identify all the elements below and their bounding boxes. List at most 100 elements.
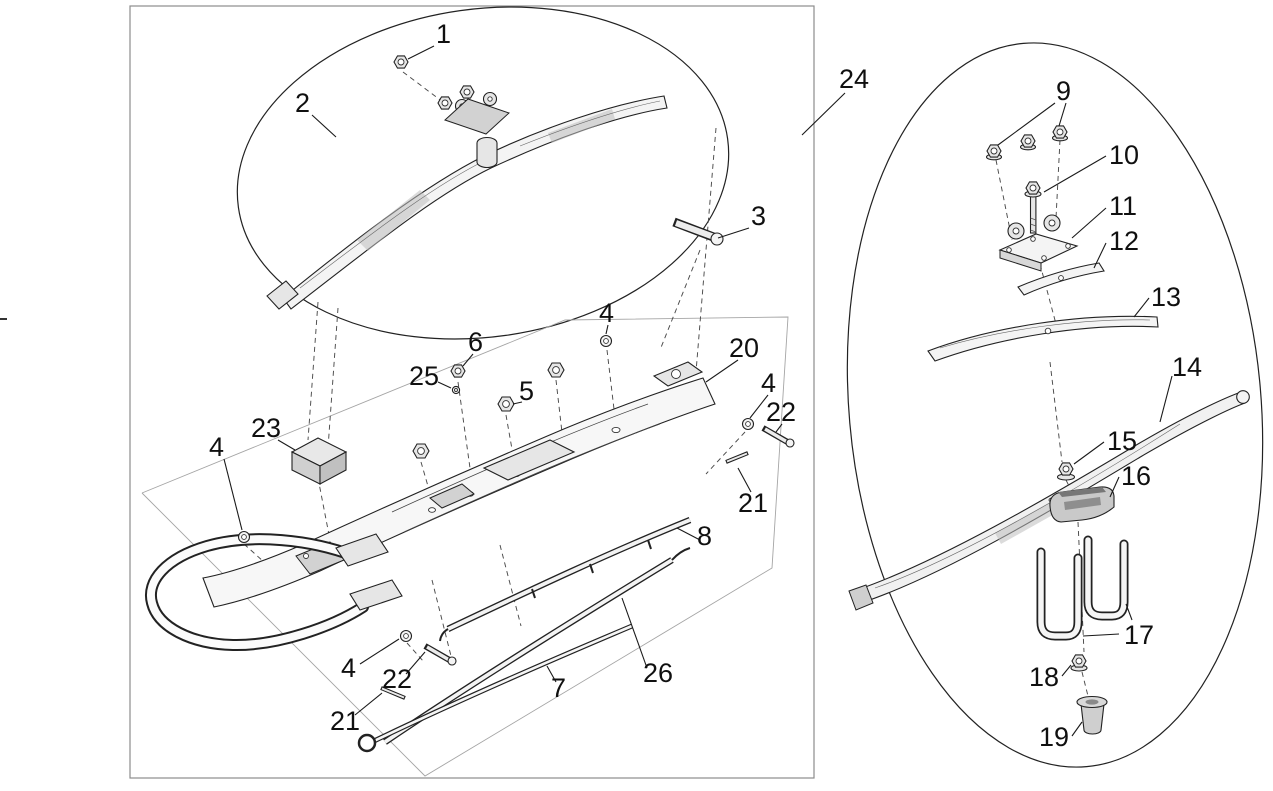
- callout-16: 16: [1121, 461, 1151, 491]
- callout-24: 24: [839, 64, 869, 94]
- leader-21-bottom: [354, 692, 383, 716]
- leader-6: [462, 353, 474, 367]
- part-rod-7: [357, 623, 633, 753]
- part-leaf-12: [1017, 262, 1105, 296]
- leader-21-right: [737, 467, 752, 493]
- loose-hardware: [237, 334, 795, 700]
- callout-17: 17: [1124, 620, 1154, 650]
- leader-24: [801, 92, 846, 136]
- callout-1: 1: [436, 19, 451, 49]
- ski-center-plate: [482, 439, 576, 481]
- callout-18: 18: [1029, 662, 1059, 692]
- callout-6: 6: [468, 327, 483, 357]
- pin-21-bottom: [380, 686, 406, 700]
- leader-9a: [997, 102, 1056, 146]
- ski-small-bracket: [429, 483, 475, 509]
- callout-21-bottom: 21: [330, 706, 360, 736]
- part-nut-15: [1056, 462, 1076, 481]
- nut-6: [450, 364, 466, 378]
- callout-11: 11: [1109, 191, 1137, 221]
- washer-4-left: [237, 530, 251, 544]
- washer-4-top: [599, 334, 613, 348]
- callout-5: 5: [519, 376, 534, 406]
- leader-20: [705, 359, 739, 383]
- callout-14: 14: [1172, 352, 1202, 382]
- spring-end-bracket: [266, 280, 299, 310]
- leader-16: [1109, 476, 1120, 498]
- construction-plane: [141, 316, 789, 777]
- leader-22-right: [775, 423, 783, 433]
- nut-5b: [547, 362, 565, 378]
- left-panel: [129, 5, 815, 779]
- leader-4-bottom: [359, 638, 400, 665]
- leader-19: [1071, 721, 1083, 737]
- callout-4-bottom: 4: [341, 653, 356, 683]
- leader-1: [407, 45, 435, 60]
- detail-ellipse-left: [236, 6, 730, 340]
- pin-22-bottom: [423, 643, 457, 666]
- leader-5: [512, 401, 523, 405]
- callout-19: 19: [1039, 722, 1069, 752]
- leader-8: [676, 527, 701, 541]
- leader-18: [1061, 664, 1072, 677]
- callout-4-top: 4: [599, 298, 614, 328]
- leader-4-left: [223, 458, 243, 531]
- callout-7: 7: [551, 673, 566, 703]
- part-bracket-11: [998, 214, 1079, 272]
- callout-23: 23: [251, 413, 281, 443]
- callout-3: 3: [751, 201, 766, 231]
- part-leaf-spring-13: [927, 315, 1159, 362]
- leader-11: [1071, 207, 1107, 239]
- leader-3: [717, 227, 750, 239]
- callout-8: 8: [697, 521, 712, 551]
- leader-9b: [1058, 102, 1067, 127]
- leader-17b: [1125, 603, 1133, 621]
- nut-6b: [412, 443, 430, 459]
- part-bolt-10: [1024, 181, 1042, 234]
- leader-12: [1093, 242, 1107, 269]
- callout-13: 13: [1151, 282, 1181, 312]
- part-u-bars-17: [1036, 535, 1129, 641]
- leader-23: [277, 439, 296, 451]
- part-pin-3: [672, 217, 724, 246]
- leader-lines: [223, 45, 1173, 737]
- right-panel: [846, 42, 1264, 768]
- part-ski-leaf-14: [848, 390, 1250, 611]
- callout-20: 20: [729, 333, 759, 363]
- leader-15: [1073, 441, 1105, 465]
- leader-10: [1043, 155, 1107, 193]
- part-nuts-9: [985, 125, 1069, 161]
- callout-labels: 1 2 3 4 6 25 5 20 4 22 21 23 4 8 4 22 21…: [209, 19, 1202, 752]
- leader-22-bottom: [405, 651, 426, 675]
- pin-21-right: [725, 451, 749, 464]
- callout-4-right: 4: [761, 368, 776, 398]
- washer-4-bottom: [399, 629, 413, 643]
- leader-7: [546, 665, 557, 683]
- leader-25: [437, 381, 452, 389]
- spring-bolt-a: [437, 96, 453, 110]
- spring-saddle-bracket: [444, 98, 510, 135]
- part-nut-18: [1070, 654, 1088, 672]
- callout-22-right: 22: [766, 397, 796, 427]
- part-clamp-16: [1049, 486, 1115, 523]
- callout-9: 9: [1056, 76, 1071, 106]
- leader-13: [1133, 297, 1150, 318]
- callout-26: 26: [643, 658, 673, 688]
- callout-2: 2: [295, 88, 310, 118]
- part-runner-8: [439, 516, 692, 642]
- part-nut-1: [393, 55, 409, 69]
- callout-25: 25: [409, 361, 439, 391]
- part-bushing-19: [1076, 695, 1108, 735]
- washer-4-right: [741, 417, 755, 431]
- part-handle-loop: [144, 533, 403, 652]
- callout-21-right: 21: [738, 488, 768, 518]
- callout-15: 15: [1107, 426, 1137, 456]
- part-bracket-23: [290, 437, 348, 485]
- callout-12: 12: [1109, 226, 1139, 256]
- leader-14: [1159, 375, 1173, 423]
- pin-22-right: [761, 425, 795, 448]
- callout-10: 10: [1109, 140, 1139, 170]
- nut-5: [497, 396, 515, 412]
